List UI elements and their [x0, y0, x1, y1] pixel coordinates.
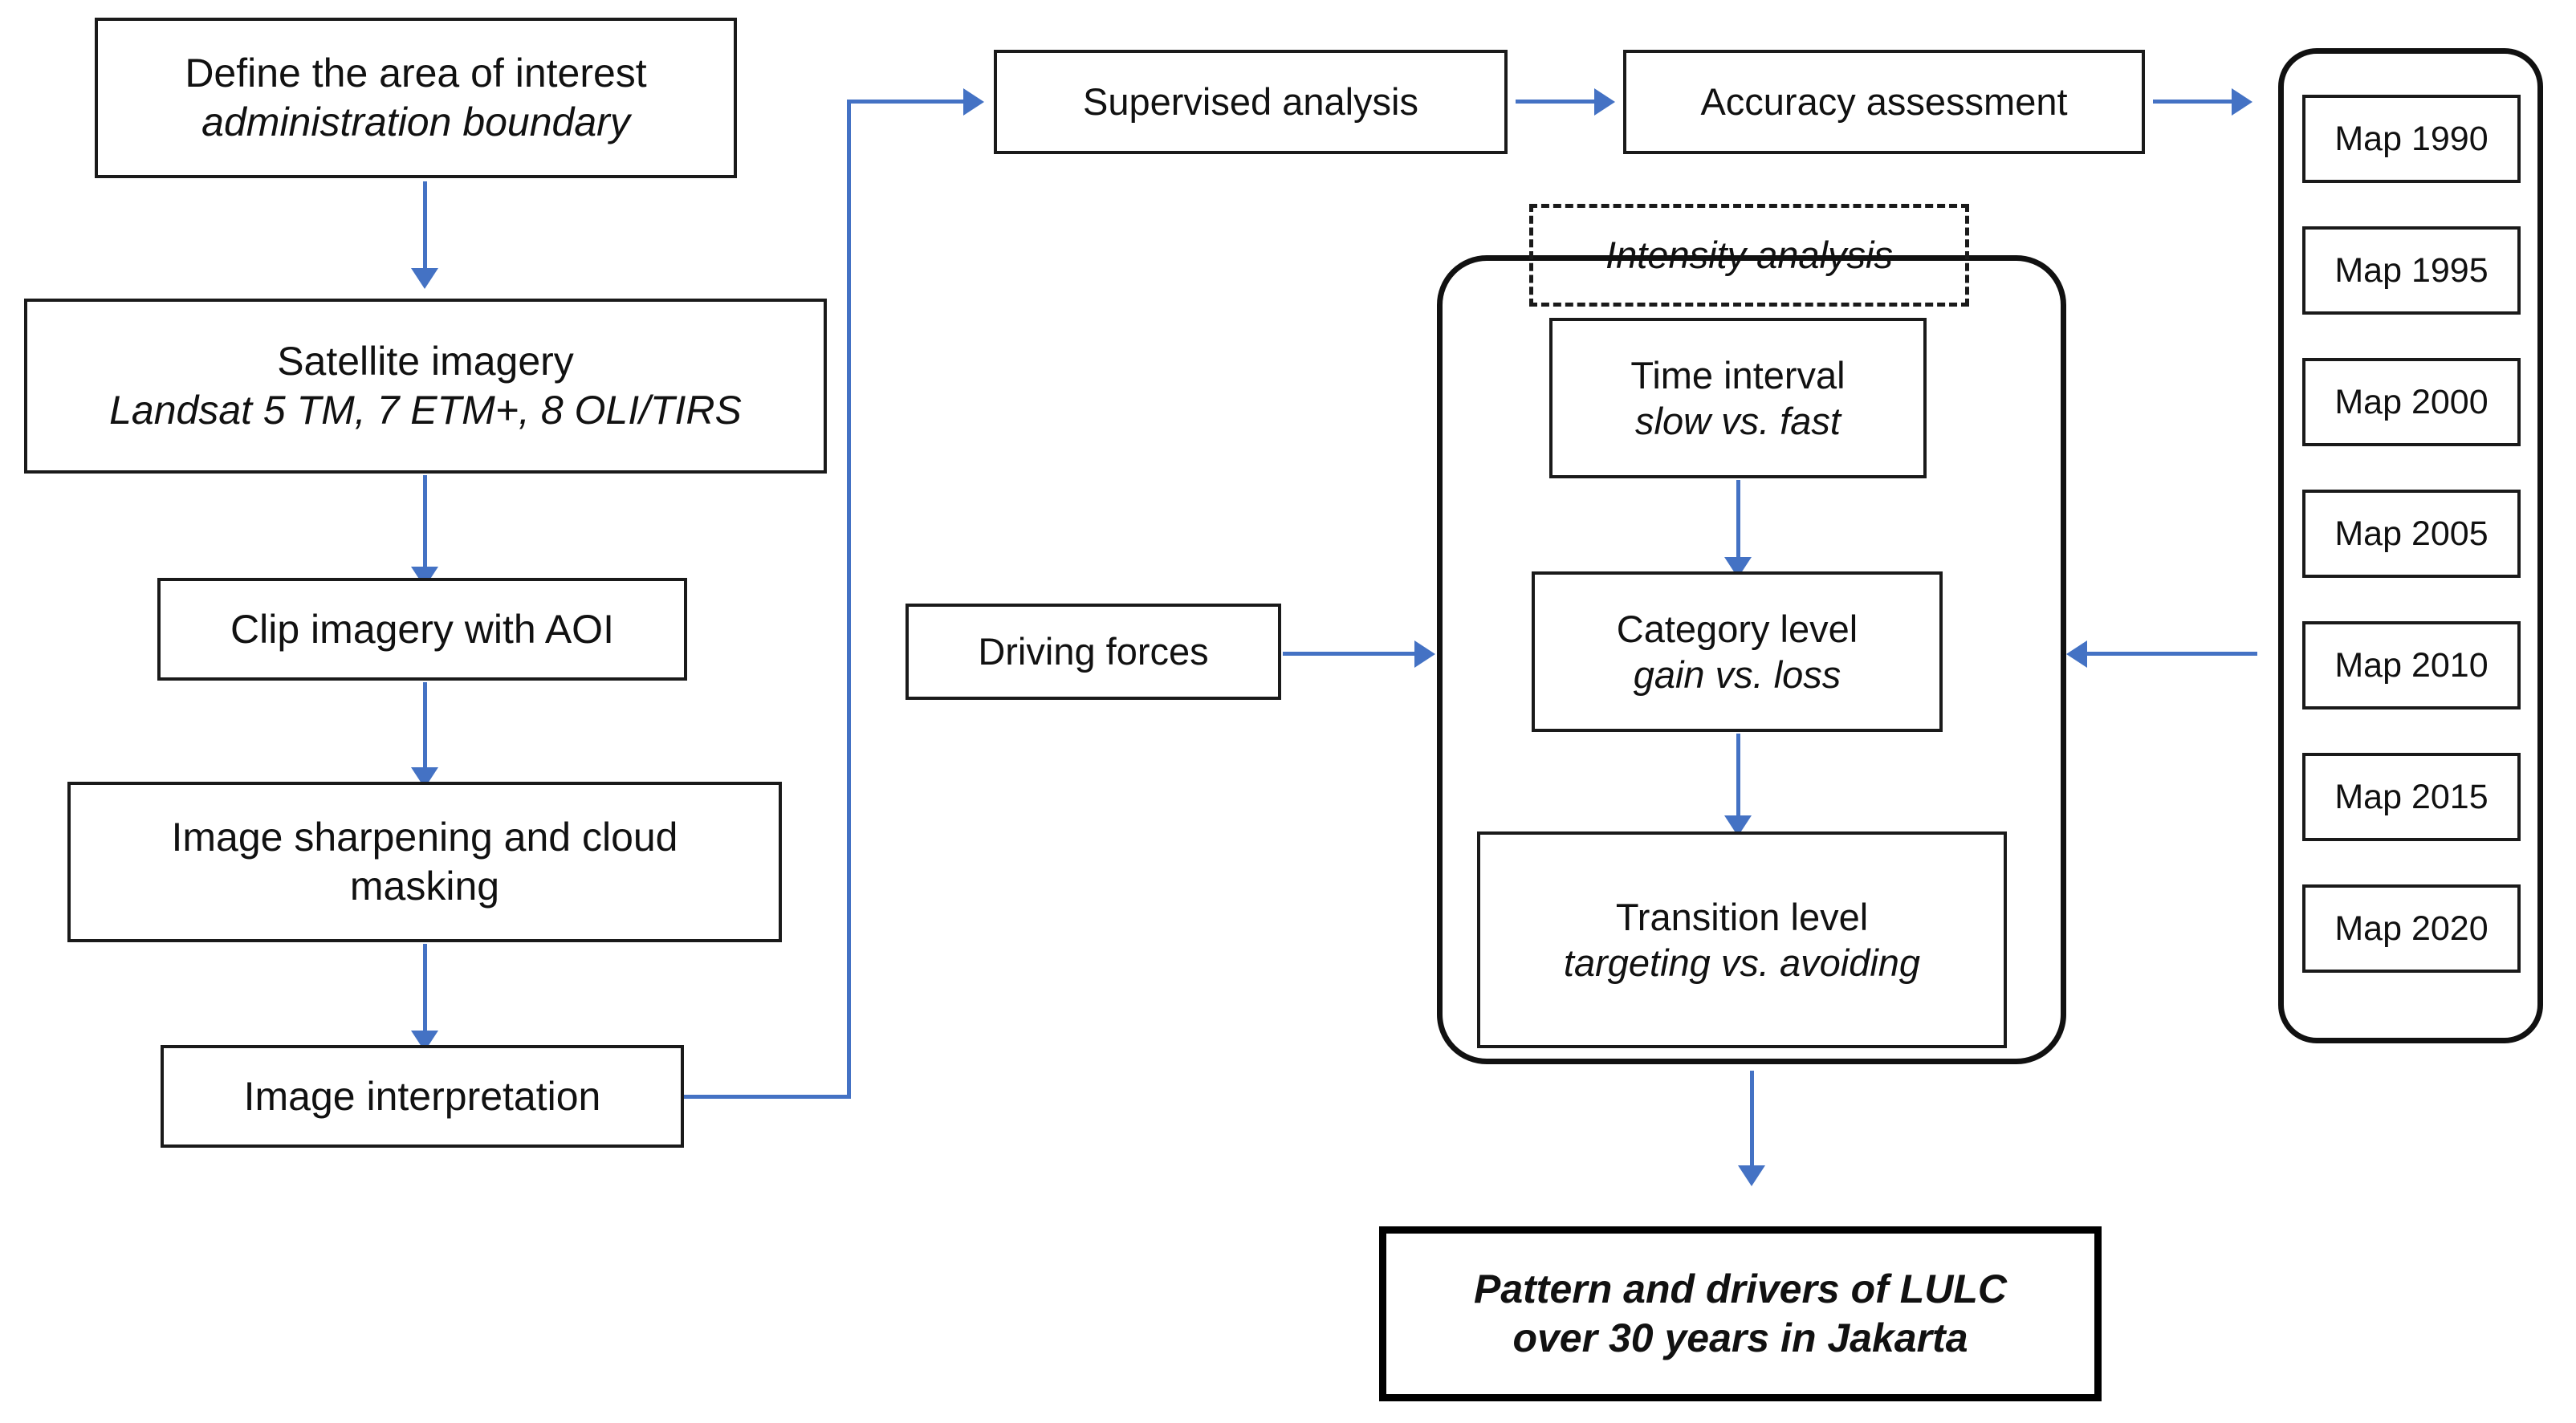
intensity-analysis-container [1437, 255, 2066, 1064]
map-item-2020[interactable]: Map 2020 [2302, 884, 2521, 973]
connector-elbow-to-supervised-h [847, 100, 969, 104]
node-clip-line1: Clip imagery with AOI [230, 606, 614, 652]
map-item-label: Map 1995 [2334, 250, 2489, 290]
node-driving-line1: Driving forces [978, 630, 1209, 673]
map-item-2005[interactable]: Map 2005 [2302, 490, 2521, 578]
node-define-aoi-line2: administration boundary [201, 100, 630, 144]
connector-satellite-to-clip [423, 475, 427, 568]
arrow-supervised-to-accuracy [1594, 88, 1615, 116]
connector-category-to-transition [1736, 734, 1740, 817]
map-item-2000[interactable]: Map 2000 [2302, 358, 2521, 446]
map-stack-container [2278, 48, 2543, 1043]
connector-maps-to-intensity [2087, 652, 2257, 656]
arrow-aoi-to-satellite [411, 268, 438, 289]
node-result[interactable]: Pattern and drivers of LULC over 30 year… [1379, 1226, 2102, 1401]
connector-interpretation-elbow-v [847, 100, 851, 1096]
connector-supervised-to-accuracy [1516, 100, 1600, 104]
node-transition-line1: Transition level [1615, 895, 1869, 938]
connector-interpretation-elbow-h [684, 1095, 851, 1099]
node-result-line2: over 30 years in Jakarta [1512, 1315, 1968, 1360]
map-item-label: Map 2015 [2334, 777, 2489, 816]
node-category-line2: gain vs. loss [1633, 653, 1841, 696]
arrow-driving-to-intensity [1414, 640, 1435, 668]
node-define-aoi-line1: Define the area of interest [185, 51, 647, 96]
node-satellite-line1: Satellite imagery [277, 339, 574, 384]
node-supervised-line1: Supervised analysis [1083, 80, 1418, 124]
node-accuracy-line1: Accuracy assessment [1700, 80, 2068, 124]
connector-accuracy-to-maps [2153, 100, 2237, 104]
node-image-sharpening[interactable]: Image sharpening and cloud masking [67, 782, 782, 942]
node-category-line1: Category level [1616, 607, 1858, 650]
label-intensity-analysis: Intensity analysis [1529, 204, 1969, 307]
label-intensity-analysis-text: Intensity analysis [1605, 234, 1893, 277]
map-item-2010[interactable]: Map 2010 [2302, 621, 2521, 709]
node-driving-forces[interactable]: Driving forces [905, 604, 1281, 700]
node-supervised-analysis[interactable]: Supervised analysis [994, 50, 1508, 154]
arrow-intensity-to-result [1738, 1165, 1765, 1186]
connector-aoi-to-satellite [423, 181, 427, 270]
map-item-label: Map 1990 [2334, 119, 2489, 158]
node-accuracy-assessment[interactable]: Accuracy assessment [1623, 50, 2145, 154]
node-time-interval-line2: slow vs. fast [1635, 400, 1841, 442]
node-define-aoi[interactable]: Define the area of interest administrati… [95, 18, 737, 178]
map-item-label: Map 2000 [2334, 382, 2489, 421]
node-clip-imagery[interactable]: Clip imagery with AOI [157, 578, 687, 681]
arrow-accuracy-to-maps [2232, 88, 2252, 116]
map-item-1990[interactable]: Map 1990 [2302, 95, 2521, 183]
node-transition-line2: targeting vs. avoiding [1563, 941, 1921, 984]
connector-driving-to-intensity [1283, 652, 1421, 656]
node-result-line1: Pattern and drivers of LULC [1474, 1266, 2007, 1311]
node-satellite-line2: Landsat 5 TM, 7 ETM+, 8 OLI/TIRS [109, 388, 742, 433]
node-sharpen-line2: masking [349, 864, 500, 909]
map-item-label: Map 2020 [2334, 909, 2489, 948]
node-sharpen-line1: Image sharpening and cloud [171, 815, 678, 860]
map-item-label: Map 2005 [2334, 514, 2489, 553]
node-transition-level[interactable]: Transition level targeting vs. avoiding [1477, 831, 2007, 1048]
node-time-interval[interactable]: Time interval slow vs. fast [1549, 318, 1927, 478]
map-item-2015[interactable]: Map 2015 [2302, 753, 2521, 841]
arrow-maps-to-intensity [2066, 640, 2087, 668]
connector-sharpen-to-interpretation [423, 944, 427, 1032]
arrow-elbow-to-supervised [963, 88, 984, 116]
node-category-level[interactable]: Category level gain vs. loss [1532, 571, 1943, 732]
node-image-interpretation[interactable]: Image interpretation [161, 1045, 684, 1148]
connector-clip-to-sharpen [423, 682, 427, 769]
node-interpretation-line1: Image interpretation [243, 1073, 601, 1119]
connector-time-to-category [1736, 480, 1740, 559]
map-item-1995[interactable]: Map 1995 [2302, 226, 2521, 315]
node-satellite-imagery[interactable]: Satellite imagery Landsat 5 TM, 7 ETM+, … [24, 299, 827, 474]
map-item-label: Map 2010 [2334, 645, 2489, 685]
node-time-interval-line1: Time interval [1630, 353, 1846, 396]
connector-intensity-to-result [1750, 1071, 1754, 1167]
